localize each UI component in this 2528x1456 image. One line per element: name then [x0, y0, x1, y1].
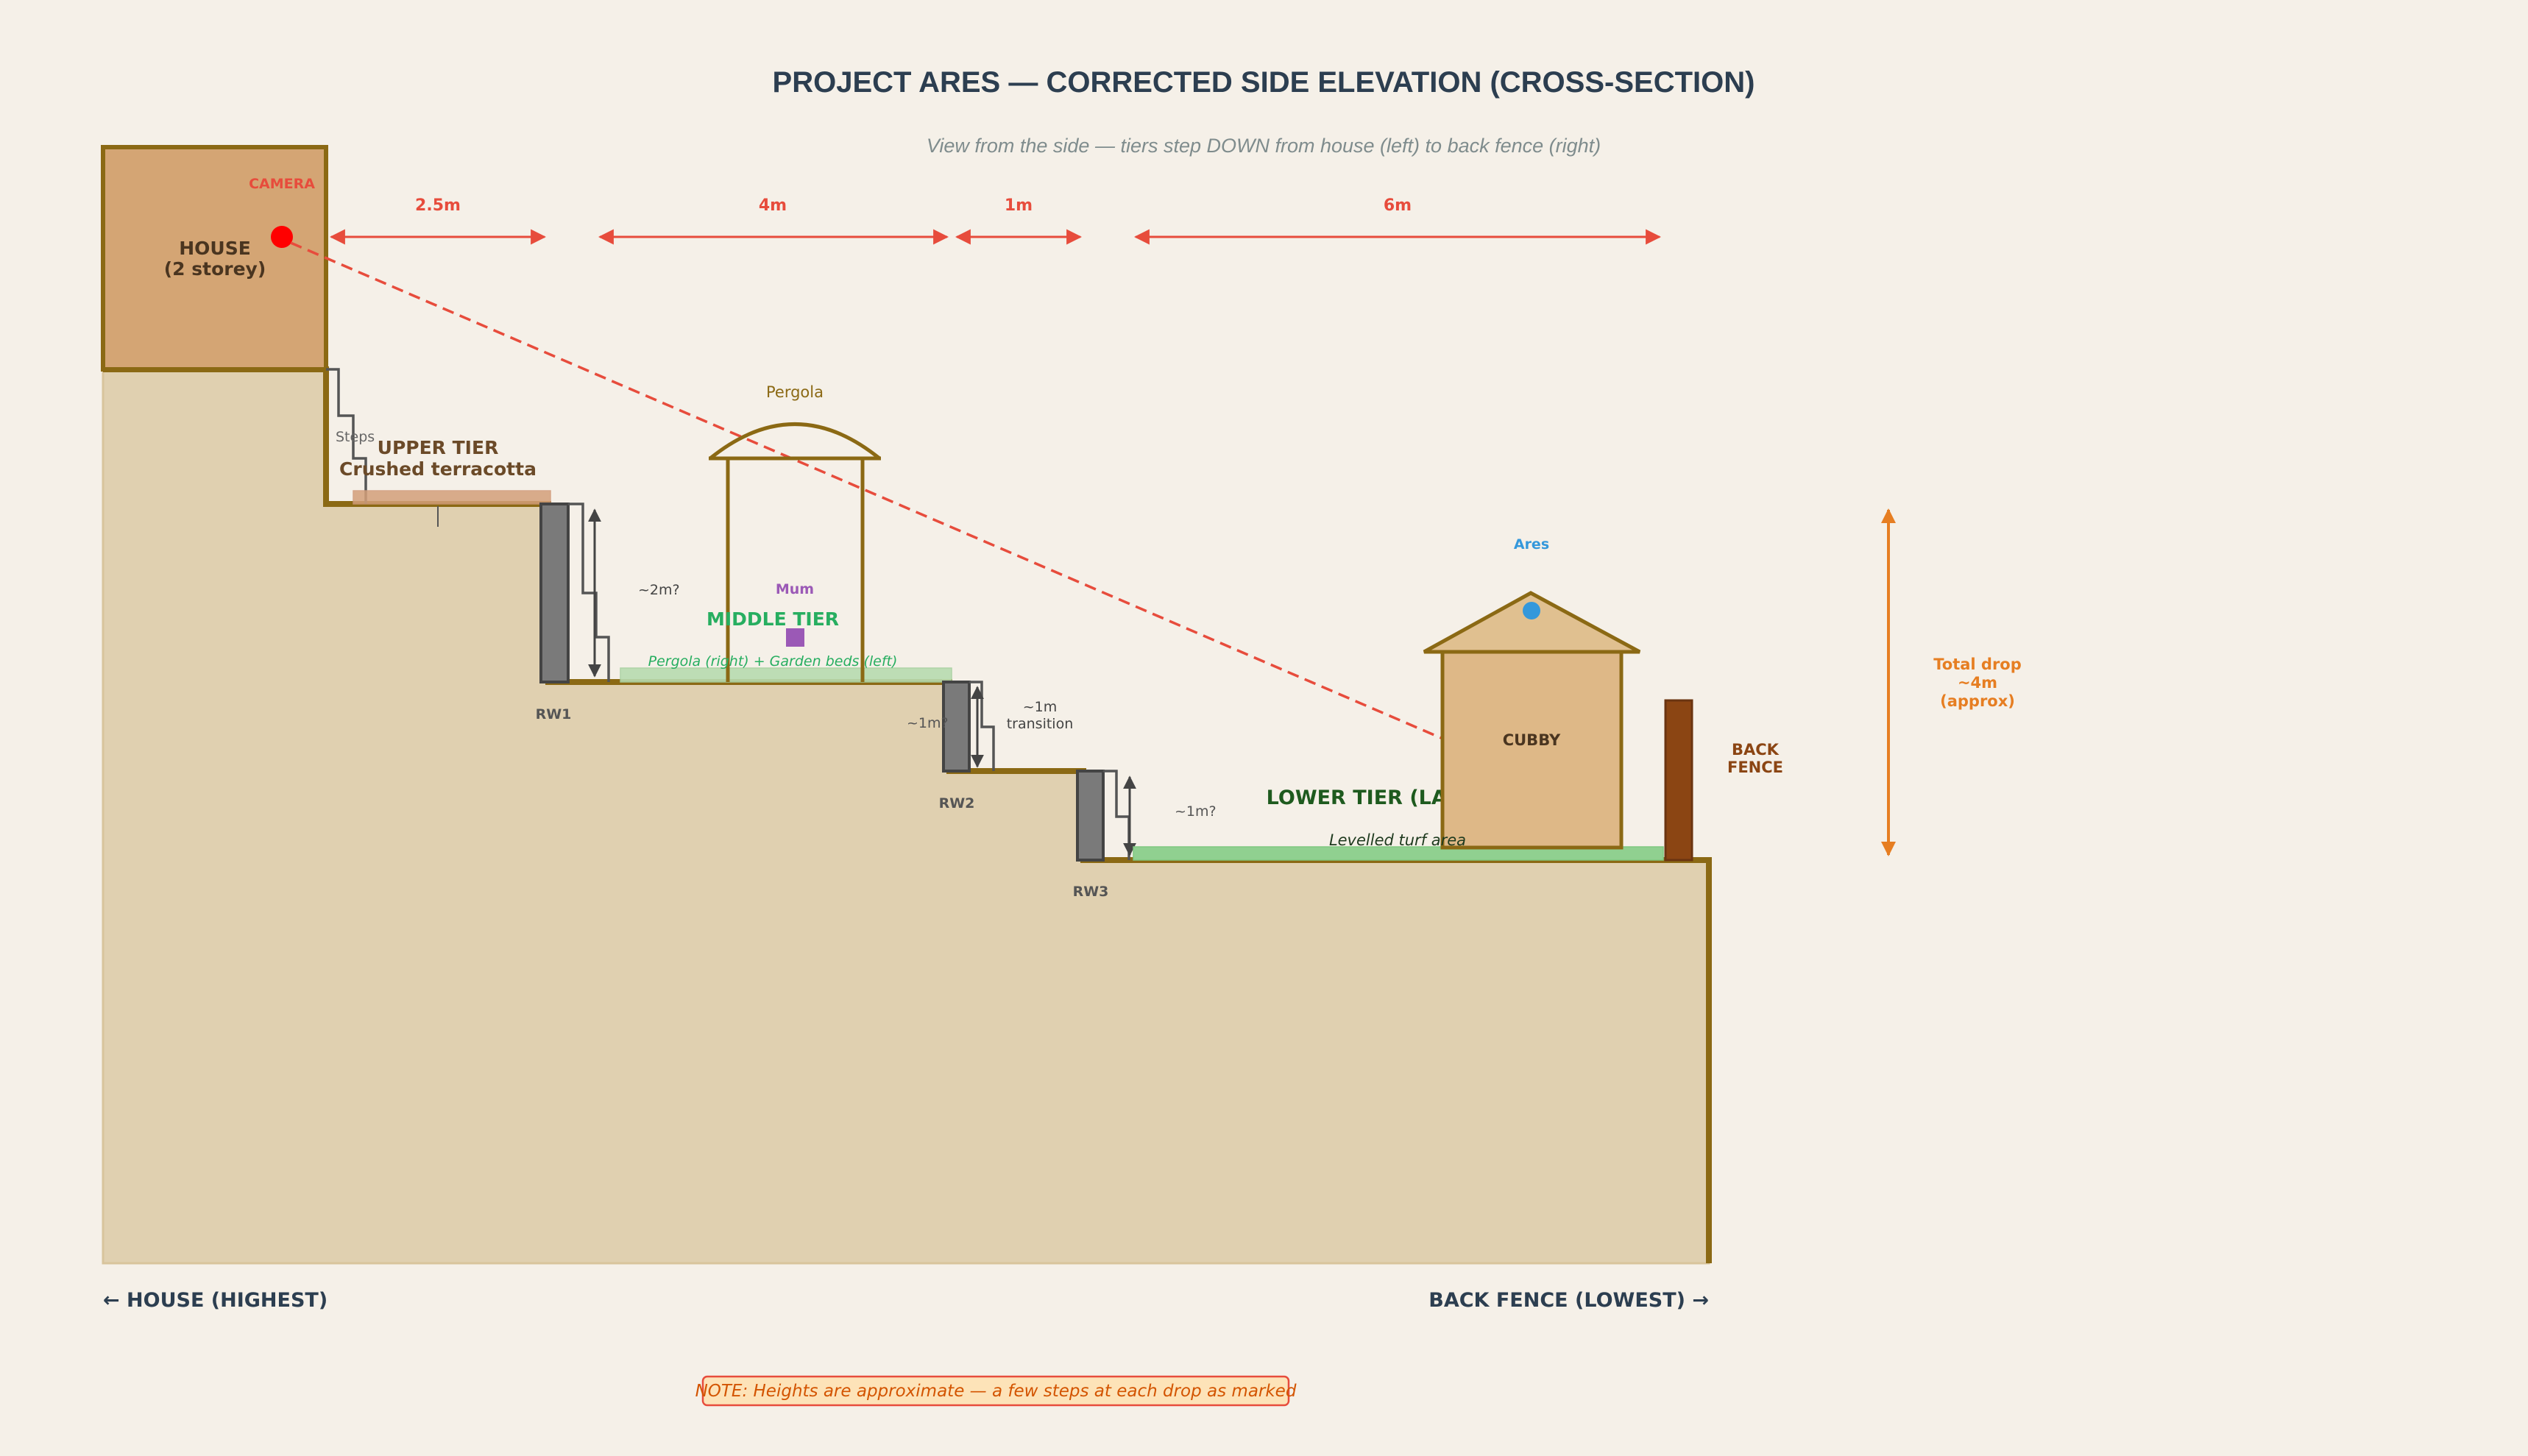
retaining-wall-rw2 — [942, 681, 971, 773]
dimension-2-5m: 2.5m — [329, 196, 547, 245]
middle-tier-label: MIDDLE TIER — [707, 608, 839, 630]
right-end-label: BACK FENCE (LOWEST) → — [1428, 1289, 1709, 1312]
dimension-4m: 4m — [598, 196, 949, 245]
total-drop-label: Total drop — [1933, 656, 2022, 673]
rw3-height-label: ~1m? — [1175, 803, 1217, 820]
diagram-subtitle: View from the side — tiers step DOWN fro… — [927, 135, 1601, 157]
retaining-wall-rw3 — [1076, 770, 1105, 862]
dimension-label: 6m — [1384, 196, 1412, 215]
pergola-label: Pergola — [766, 383, 824, 401]
back-fence-label: BACK — [1732, 741, 1780, 759]
dimension-6m: 6m — [1133, 196, 1662, 245]
total-drop-value: ~4m — [1958, 674, 1997, 692]
transition-label-2: transition — [1007, 716, 1074, 732]
house — [101, 145, 328, 372]
crushed-terracotta-surface — [353, 490, 551, 505]
cubby — [1440, 650, 1624, 850]
pergola — [709, 422, 881, 682]
rw2-steps — [969, 681, 995, 771]
note-box — [701, 1375, 1290, 1407]
rw1-label: RW1 — [536, 706, 572, 722]
camera-label: CAMERA — [249, 176, 315, 192]
camera-icon — [271, 226, 293, 248]
garden-beds-strip — [620, 667, 952, 683]
rw3-steps — [1103, 770, 1130, 860]
note-text: NOTE: Heights are approximate — a few st… — [695, 1382, 1297, 1401]
house-storey-label: (2 storey) — [164, 258, 266, 280]
rw1-height-label: ~2m? — [638, 582, 680, 598]
dimension-1m: 1m — [955, 196, 1083, 245]
turf-strip — [1133, 846, 1664, 861]
rw1-steps — [568, 503, 610, 682]
upper-tier-surface-label: Crushed terracotta — [339, 458, 537, 480]
dimension-label: 1m — [1005, 196, 1033, 215]
total-drop-approx: (approx) — [1940, 692, 2015, 710]
camera-sightline — [290, 241, 1618, 815]
rw2-height-label: ~1m? — [907, 715, 949, 731]
ares-marker-icon — [1523, 602, 1540, 619]
ares-label: Ares — [1514, 536, 1549, 553]
retaining-wall-rw1 — [539, 503, 570, 683]
steps-label: Steps — [336, 429, 375, 445]
dimension-label: 2.5m — [415, 196, 461, 215]
transition-label: ~1m — [1023, 699, 1058, 715]
rw3-label: RW3 — [1073, 884, 1109, 900]
middle-tier-note: Pergola (right) + Garden beds (left) — [648, 653, 898, 670]
dimension-label: 4m — [759, 196, 787, 215]
lower-tier-note: Levelled turf area — [1329, 831, 1466, 849]
house-steps — [326, 368, 367, 504]
cubby-roof — [1423, 591, 1641, 654]
cubby-label: CUBBY — [1503, 731, 1561, 749]
back-fence-label-2: FENCE — [1727, 759, 1783, 776]
house-label: HOUSE — [179, 238, 251, 259]
back-fence — [1664, 699, 1693, 862]
mum-marker-icon — [786, 628, 804, 647]
upper-tier-label: UPPER TIER — [378, 437, 499, 458]
mum-label: Mum — [776, 581, 814, 597]
left-end-label: ← HOUSE (HIGHEST) — [103, 1289, 327, 1312]
rw2-label: RW2 — [939, 795, 975, 812]
diagram-title: PROJECT ARES — CORRECTED SIDE ELEVATION … — [773, 66, 1755, 99]
